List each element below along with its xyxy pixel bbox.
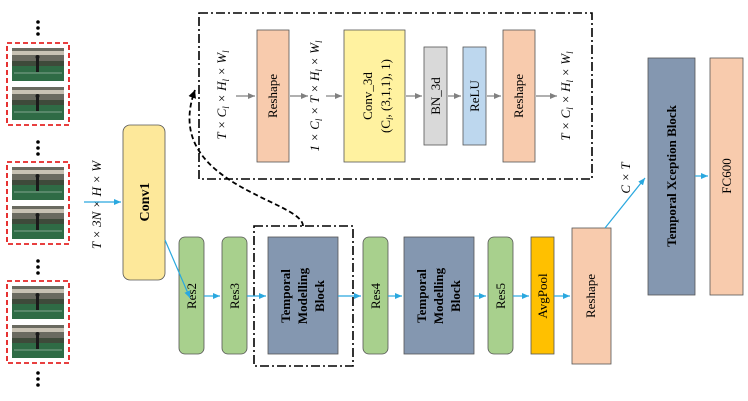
video-frame-thumbnail xyxy=(12,286,64,319)
reshape-block-1-label: Reshape xyxy=(265,74,280,118)
vertical-ellipsis-icon xyxy=(36,140,40,156)
reshape-block-2 xyxy=(502,29,536,163)
detail-dim-mid: 1 × Cl × T × Hl × Wl xyxy=(307,40,324,152)
input-frame-stacks xyxy=(6,20,70,387)
detail-dim-in: T × Cl × Hl × Wl xyxy=(214,50,231,140)
temporal-modelling-block-2 xyxy=(403,236,475,355)
reshape-main-label: Reshape xyxy=(583,274,598,318)
vertical-ellipsis-icon xyxy=(36,259,40,275)
ct-label: C × T xyxy=(618,162,633,194)
tmb1-line3: Block xyxy=(312,279,327,312)
frame-stack xyxy=(6,161,70,245)
video-frame-thumbnail xyxy=(12,87,64,120)
avgpool-label: AvgPool xyxy=(535,273,550,319)
video-frame-thumbnail xyxy=(12,48,64,81)
tmb2-line2: Modelling xyxy=(431,267,446,324)
pipeline-arrows xyxy=(84,173,708,299)
tmb2-line1: Temporal xyxy=(414,269,429,323)
tmb2-line3: Block xyxy=(448,279,463,312)
frame-stack xyxy=(6,280,70,364)
conv3d-title: Conv_3d xyxy=(360,72,375,120)
input-dims-label: T × 3N × H × W xyxy=(89,160,104,249)
res5-label: Res5 xyxy=(493,283,508,309)
expansion-arrow xyxy=(188,89,304,227)
res4-label: Res4 xyxy=(368,283,383,310)
reshape-block-1 xyxy=(256,29,290,163)
video-frame-thumbnail xyxy=(12,325,64,358)
conv1-block xyxy=(122,124,166,281)
vertical-ellipsis-icon xyxy=(36,20,40,36)
conv1-label: Conv1 xyxy=(138,183,153,222)
detail-dim-out: T × Cl × Hl × Wl xyxy=(558,51,575,141)
res2-label: Res2 xyxy=(184,283,199,309)
res3-label: Res3 xyxy=(227,283,242,309)
tmb1-line1: Temporal xyxy=(278,269,293,323)
video-frame-thumbnail xyxy=(12,206,64,239)
relu-label: ReLU xyxy=(467,80,482,112)
reshape-block-main xyxy=(571,227,612,365)
fc600-label: FC600 xyxy=(719,158,734,193)
conv3d-params: (Cl, (3,1,1), 1) xyxy=(378,59,395,133)
temporal-xception-block xyxy=(647,57,696,296)
bn3d-block xyxy=(423,46,448,146)
tmb1-line2: Modelling xyxy=(295,267,310,324)
video-frame-thumbnail xyxy=(12,167,64,200)
conv3d-block xyxy=(343,29,406,163)
vertical-ellipsis-icon xyxy=(36,371,40,387)
temporal-block-detail-frame xyxy=(198,12,593,180)
frame-stack xyxy=(6,42,70,126)
relu-block xyxy=(462,46,487,146)
bn3d-label: BN_3d xyxy=(428,77,443,115)
txb-label: Temporal Xception Block xyxy=(664,104,679,247)
fc600-block xyxy=(709,57,744,296)
reshape-block-2-label: Reshape xyxy=(511,74,526,118)
